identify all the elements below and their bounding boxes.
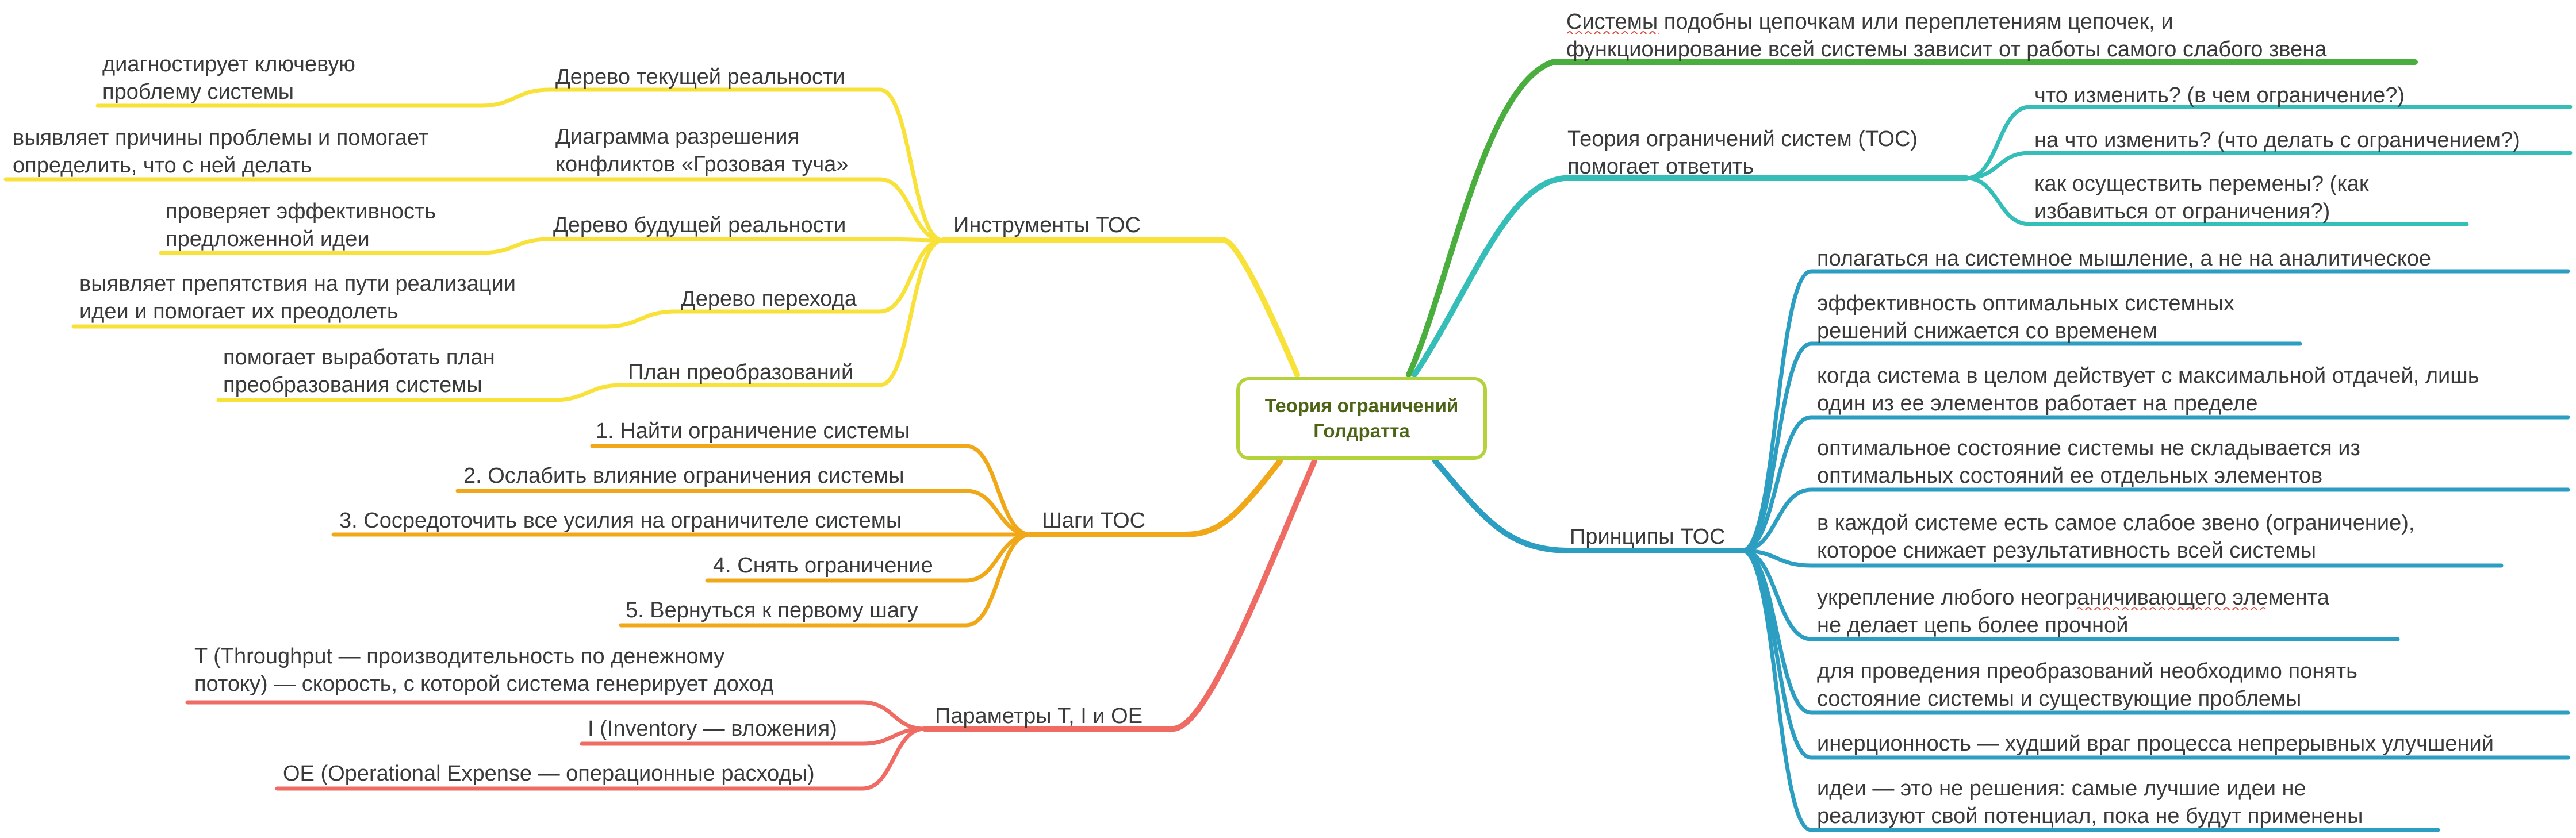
tool-name[interactable]: Дерево перехода — [681, 287, 857, 311]
principle-item[interactable]: укрепление любого неограничивающего элем… — [1817, 586, 2329, 637]
param-item[interactable]: T (Throughput — производительность по де… — [194, 644, 774, 696]
link-tool — [547, 237, 945, 243]
toc-answer-item[interactable]: на что изменить? (что делать с ограничен… — [2034, 128, 2520, 152]
central-topic[interactable]: Теория ограничений Голдратта — [1236, 377, 1487, 460]
principle-item[interactable]: инерционность — худший враг процесса неп… — [1817, 732, 2494, 756]
central-topic-title: Теория ограничений Голдратта — [1264, 395, 1459, 441]
branch-toc-answers — [1412, 175, 1969, 378]
link-toc-answer — [1964, 151, 2573, 180]
step-item[interactable]: 1. Найти ограничение системы — [596, 419, 910, 443]
tool-name[interactable]: Дерево будущей реальности — [553, 213, 846, 237]
link-step — [619, 532, 1033, 628]
param-item[interactable]: I (Inventory — вложения) — [588, 717, 837, 741]
principle-item[interactable]: в каждой системе есть самое слабое звено… — [1817, 511, 2415, 563]
link-toc-answer — [1964, 176, 2469, 226]
branch-principles — [1432, 458, 1745, 553]
step-item[interactable]: 4. Снять ограничение — [713, 553, 933, 578]
link-toc-answer — [1964, 105, 2573, 180]
link-principle — [1740, 415, 2570, 553]
tools-topic[interactable]: Инструменты ТОС — [953, 213, 1141, 237]
link-tool-note — [95, 87, 552, 108]
spellcheck-underline — [2077, 607, 2266, 610]
principle-item[interactable]: для проведения преобразований необходимо… — [1817, 659, 2358, 711]
branch-systems — [1406, 59, 2418, 378]
branch-tools — [940, 237, 1300, 378]
link-tool-note — [71, 309, 677, 329]
link-param — [275, 726, 927, 791]
link-tool-note — [159, 237, 552, 255]
link-principle — [1740, 548, 2570, 760]
tool-name[interactable]: Дерево текущей реальности — [555, 65, 845, 89]
link-tool-note — [216, 383, 624, 402]
step-item[interactable]: 3. Сосредоточить все усилия на ограничит… — [339, 509, 902, 533]
param-item[interactable]: OE (Operational Expense — операционные р… — [283, 762, 815, 786]
principle-item[interactable]: идеи — это не решения: самые лучшие идеи… — [1817, 777, 2363, 828]
branch-steps — [1028, 458, 1283, 537]
step-item[interactable]: 2. Ослабить влияние ограничения системы — [463, 464, 904, 488]
toc-answers-topic[interactable]: Теория ограничений систем (ТОС)помогает … — [1567, 127, 1918, 179]
systems-note[interactable]: Системы подобны цепочкам или переплетени… — [1566, 10, 2327, 61]
link-step — [590, 444, 1033, 537]
toc-answer-item[interactable]: что изменить? (в чем ограничение?) — [2034, 83, 2405, 107]
link-step — [455, 489, 1033, 537]
link-tool — [547, 177, 945, 243]
tool-name[interactable]: План преобразований — [628, 360, 854, 385]
principle-item[interactable]: оптимальное состояние системы не складыв… — [1817, 436, 2360, 488]
principle-item[interactable]: полагаться на системное мышление, а не н… — [1817, 247, 2432, 271]
principles-topic[interactable]: Принципы ТОС — [1570, 525, 1726, 549]
link-tool — [547, 87, 945, 243]
link-principle — [1740, 548, 2504, 568]
link-principle — [1740, 341, 2302, 553]
step-item[interactable]: 5. Вернуться к первому шагу — [626, 598, 918, 622]
steps-topic[interactable]: Шаги ТОС — [1042, 509, 1146, 533]
link-tool — [673, 238, 945, 314]
params-topic[interactable]: Параметры T, I и OE — [935, 704, 1143, 728]
spellcheck-underline — [1567, 31, 1659, 34]
link-principle — [1740, 548, 2400, 641]
principle-item[interactable]: когда система в целом действует с максим… — [1817, 364, 2479, 416]
link-principle — [1740, 487, 2570, 553]
link-principle — [1740, 548, 2440, 832]
branch-params — [922, 458, 1317, 732]
link-tool — [620, 238, 945, 387]
